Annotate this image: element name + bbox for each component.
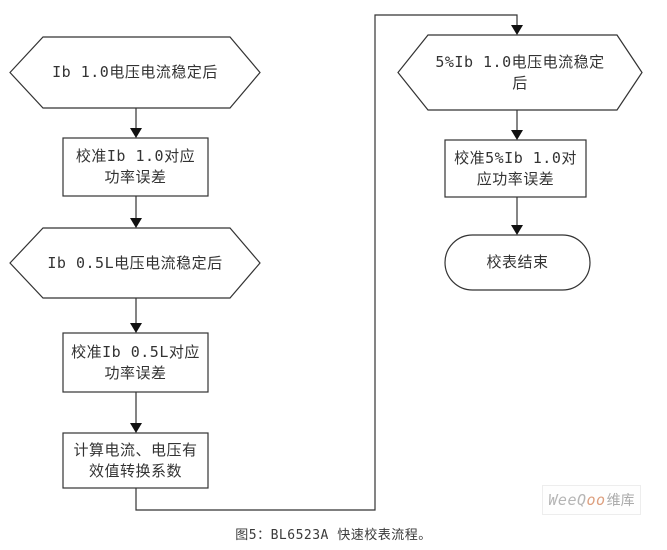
process-cal-5pct-shape bbox=[444, 139, 587, 198]
process-calc-rms-shape bbox=[62, 432, 209, 489]
node-label-line: 应功率误差 bbox=[476, 169, 555, 188]
arrowhead-proc3 bbox=[130, 423, 142, 433]
arrowhead-proc2 bbox=[130, 323, 142, 333]
watermark-cjk: 维库 bbox=[606, 493, 635, 509]
arrowhead-hex2 bbox=[130, 218, 142, 228]
node-proc-cal-ib10: 校准Ib 1.0对应 功率误差 bbox=[63, 138, 208, 196]
arrowhead-proc1 bbox=[130, 128, 142, 138]
arrowhead-end bbox=[511, 225, 523, 235]
node-label-line: Ib 0.5L电压电流稳定后 bbox=[47, 253, 223, 272]
node-label-line: 功率误差 bbox=[104, 363, 167, 382]
arrowhead-hex3 bbox=[511, 25, 523, 35]
node-label-line: Ib 1.0电压电流稳定后 bbox=[52, 63, 218, 81]
node-label-line: 功率误差 bbox=[104, 168, 167, 186]
node-hex-5pct-stable: 5%Ib 1.0电压电流稳定 后 bbox=[398, 35, 642, 110]
node-label-line: 效值转换系数 bbox=[88, 461, 182, 480]
node-proc-cal-5pct: 校准5%Ib 1.0对 应功率误差 bbox=[445, 140, 586, 197]
node-label-line: 5%Ib 1.0电压电流稳定 bbox=[435, 52, 605, 71]
node-proc-calc-rms: 计算电流、电压有 效值转换系数 bbox=[63, 433, 208, 488]
node-proc-cal-ib05l: 校准Ib 0.5L对应 功率误差 bbox=[63, 333, 208, 392]
terminator-end-shape bbox=[444, 234, 591, 291]
process-cal-ib10-shape bbox=[62, 137, 209, 197]
arrowhead-proc4 bbox=[511, 130, 523, 140]
node-label-line: 校表结束 bbox=[486, 253, 549, 271]
watermark-latin-gray: WeeQ bbox=[548, 491, 587, 509]
node-hex-ib05l-stable: Ib 0.5L电压电流稳定后 bbox=[10, 228, 260, 298]
hexagon-ib10-stable-shape bbox=[9, 36, 261, 109]
node-label-line: 校准Ib 0.5L对应 bbox=[71, 342, 200, 361]
watermark-latin-orange: oo bbox=[586, 491, 606, 509]
connector-proc3-to-hex3 bbox=[135, 14, 518, 511]
node-label-line: 校准Ib 1.0对应 bbox=[75, 147, 196, 165]
figure-caption: 图5：BL6523A 快速校表流程。 bbox=[235, 528, 432, 543]
node-label-line: 后 bbox=[512, 73, 528, 92]
node-hex-ib10-stable: Ib 1.0电压电流稳定后 bbox=[10, 37, 260, 108]
hexagon-ib05l-stable-shape bbox=[9, 227, 261, 299]
node-label-line: 计算电流、电压有 bbox=[73, 440, 198, 459]
hexagon-5pct-stable-shape bbox=[397, 34, 643, 111]
node-label-line: 校准5%Ib 1.0对 bbox=[454, 148, 577, 167]
node-term-end: 校表结束 bbox=[445, 235, 590, 290]
